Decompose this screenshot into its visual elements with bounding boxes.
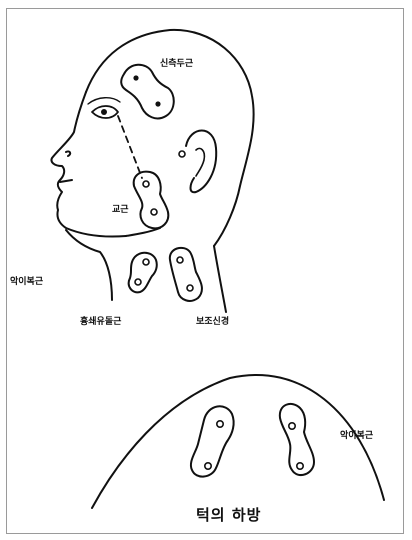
label-splenius: 보조신경 xyxy=(196,318,229,327)
jaw-underside xyxy=(92,375,384,508)
electrode-jaw-left xyxy=(191,406,234,476)
nostril xyxy=(66,151,70,156)
label-submandibular-top: 악이복근 xyxy=(10,278,43,287)
eye xyxy=(88,98,120,118)
electrode-jaw-right xyxy=(280,404,314,475)
label-masseter: 교근 xyxy=(112,206,129,215)
label-sternocleidomastoid: 흉쇄유돌근 xyxy=(80,318,121,327)
mouth xyxy=(60,180,72,182)
label-temporal: 신측두근 xyxy=(160,60,193,69)
jaw-curve xyxy=(92,375,384,508)
electrode-masseter xyxy=(134,172,169,229)
label-submandibular-bottom: 악이복근 xyxy=(340,432,373,441)
electrode-splenius xyxy=(170,248,202,301)
electrode-scm-left xyxy=(129,253,157,293)
label-jaw-region: 턱의 하방 xyxy=(196,508,261,523)
electrode-temporal xyxy=(121,65,174,119)
ear xyxy=(179,131,216,193)
neck-front xyxy=(66,230,112,300)
neck-back xyxy=(214,246,226,312)
guide-dashed-line xyxy=(118,116,142,178)
